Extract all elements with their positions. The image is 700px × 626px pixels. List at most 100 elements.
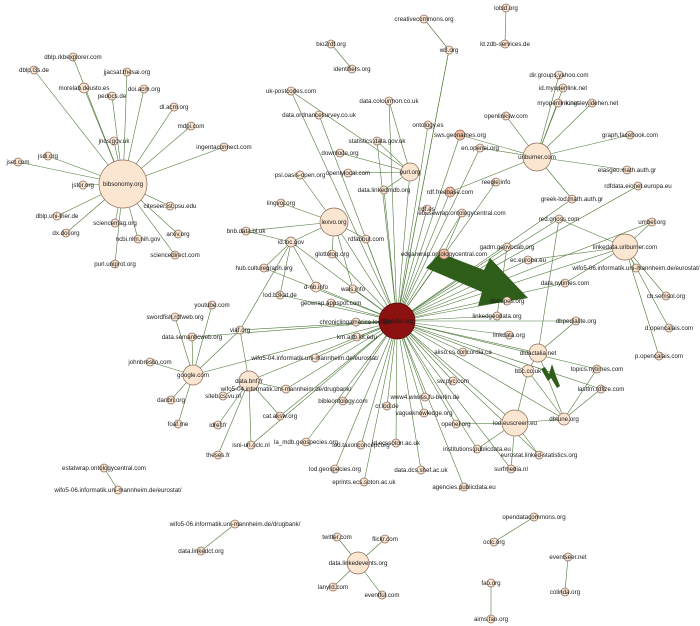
node-kingsley[interactable]: kingsley.idehen.net bbox=[566, 98, 619, 108]
node-bio2rdf[interactable]: bio2rdf.org bbox=[316, 39, 346, 49]
node-popencalais[interactable]: p.opencalais.com bbox=[635, 351, 683, 361]
node-wifo06_drugbank[interactable]: wifo5-06.informatik.uni-mannheim.de/drug… bbox=[169, 519, 301, 529]
node-isnivc[interactable]: isni-url.oclc.nl bbox=[232, 440, 270, 450]
node-swpyc[interactable]: sw.pyc.com bbox=[437, 376, 469, 386]
node-linkedgeodata[interactable]: linkedgeodata.org bbox=[472, 311, 522, 321]
node-statistics[interactable]: statistics.data.gov.uk bbox=[349, 136, 407, 146]
node-datanytimes[interactable]: data.nytimes.com bbox=[541, 278, 590, 288]
node-lexvo[interactable]: lexvo.org bbox=[319, 207, 349, 237]
node-dnb[interactable]: d-nb.info bbox=[304, 281, 329, 293]
node-dbtune[interactable]: dbtune.org bbox=[549, 412, 579, 426]
node-enopenei[interactable]: en.openei.org bbox=[461, 143, 499, 153]
node-linkedevents[interactable]: data.linkedevents.org bbox=[329, 551, 388, 575]
node-mdpi[interactable]: mdpi.com bbox=[178, 121, 205, 131]
node-creativecommons[interactable]: creativecommons.org bbox=[394, 14, 454, 24]
node-foafme[interactable]: foaf.me bbox=[168, 419, 189, 429]
node-idref[interactable]: idref.fr bbox=[209, 420, 227, 430]
node-bnb[interactable]: bnb.data.bl.uk bbox=[227, 226, 267, 236]
node-estatwrap[interactable]: estatwrap.ontologycentral.com bbox=[62, 463, 146, 473]
node-downlode[interactable]: downlode.org bbox=[321, 148, 359, 158]
node-eventful[interactable]: eventful.com bbox=[364, 590, 400, 600]
node-idmyopenlink[interactable]: id.myopenlink.net bbox=[539, 83, 587, 93]
node-ncbi[interactable]: ncbi.nlm.nih.gov bbox=[116, 234, 162, 244]
node-datalinkedct[interactable]: data.linkedct.org bbox=[178, 546, 224, 556]
node-eprints[interactable]: eprints.ecs.soton.ac.uk bbox=[332, 477, 397, 487]
node-crsthes[interactable]: cr.lod.de bbox=[375, 401, 399, 411]
node-datasemanticweb[interactable]: data.semanticweb.org bbox=[162, 332, 223, 342]
node-doi_acm[interactable]: doi.acm.org bbox=[128, 84, 161, 94]
node-colourmon[interactable]: data.colourmon.co.uk bbox=[359, 96, 419, 106]
node-reegle[interactable]: reegle.info bbox=[482, 177, 511, 187]
node-ordnance[interactable]: data.ordnancesurvey.co.uk bbox=[282, 110, 357, 120]
node-ukpostcodes[interactable]: uk-postcodes.com bbox=[266, 86, 316, 96]
node-google[interactable]: google.com bbox=[177, 364, 209, 386]
node-psi[interactable]: psi.oasis-open.org bbox=[275, 170, 326, 180]
node-identifiers[interactable]: identifiers.org bbox=[333, 64, 371, 74]
node-edgarwrap[interactable]: edgarwrap.ontologycentral.com bbox=[401, 248, 487, 260]
node-dblp_l3s[interactable]: dblp.l3s.de bbox=[19, 65, 50, 75]
node-dirgroups[interactable]: dir.groups.yahoo.com bbox=[529, 70, 589, 80]
node-geowrap[interactable]: geowrap.appspot.com bbox=[301, 298, 362, 308]
node-purl_uniprot[interactable]: purl.uniprot.org bbox=[94, 259, 136, 269]
node-jsdi[interactable]: jsdi.org bbox=[37, 151, 59, 161]
node-glottolog[interactable]: glottolog.org bbox=[315, 249, 350, 259]
node-institutions[interactable]: institutions.publicdata.eu bbox=[443, 444, 511, 454]
node-wifo06_eurostat[interactable]: wifo5-06.informatik.uni-mannheim.de/euro… bbox=[53, 485, 182, 495]
node-colinda[interactable]: colinda.org bbox=[550, 587, 581, 597]
node-topics_nytimes[interactable]: topics.nytimes.com bbox=[571, 364, 624, 374]
node-oclc[interactable]: oclc.org bbox=[483, 537, 505, 547]
node-redsness[interactable]: red.gnoss.com bbox=[539, 214, 580, 224]
node-lodb3kat[interactable]: lod.b3kat.de bbox=[263, 290, 297, 300]
node-agencies[interactable]: agencies.publicdata.eu bbox=[432, 482, 496, 492]
node-theses[interactable]: theses.fr bbox=[206, 450, 230, 460]
node-gadm[interactable]: gadm.geovocab.org bbox=[480, 242, 535, 252]
node-rdfdata[interactable]: rdfdata.eionet.europa.eu bbox=[604, 181, 672, 191]
node-ldecs[interactable]: id.ecssoton.ac.uk bbox=[372, 438, 421, 448]
node-twitter[interactable]: twitter.com bbox=[322, 532, 352, 542]
node-myopenlink[interactable]: myopenlink.net bbox=[537, 98, 579, 108]
node-graphfb[interactable]: graph.facebook.com bbox=[602, 130, 658, 140]
node-cbsemsol[interactable]: cb.semsol.org bbox=[647, 291, 686, 301]
node-dblp_trier[interactable]: dblp.uni-trier.de bbox=[36, 211, 79, 221]
node-lobid[interactable]: lobid.org bbox=[494, 3, 518, 13]
node-openlylocal[interactable]: openlylocal.com bbox=[326, 168, 370, 178]
node-dbtropes[interactable]: dbtropes.org bbox=[490, 296, 525, 306]
node-lodeuscreen[interactable]: lod.euscreen.eu bbox=[493, 409, 538, 437]
node-dblp_rkb[interactable]: dblp.rkbexplorer.com bbox=[44, 52, 102, 62]
node-johnbreslin[interactable]: johnbreslin.com bbox=[127, 357, 172, 367]
node-lamdb[interactable]: la_mdb.geospecies.org bbox=[274, 437, 339, 447]
node-jacsat[interactable]: jjacsat.thesai.org bbox=[103, 67, 151, 77]
node-dbpedia[interactable]: dbpedia.org bbox=[378, 302, 416, 340]
node-sciencedirect[interactable]: sciencedirect.com bbox=[150, 250, 200, 260]
node-wifo_eurostat[interactable]: wifo5-06.informatik.uni-mannheim.de/euro… bbox=[571, 263, 700, 273]
node-viaf[interactable]: viaf.org bbox=[230, 325, 251, 335]
node-aiiso[interactable]: aiiso.cs.concordia.ca bbox=[434, 347, 492, 357]
node-wifo04_drugbank[interactable]: wifo5-04.informatik.uni-mannheim.de/drug… bbox=[220, 384, 352, 394]
node-idloc[interactable]: id.loc.gov bbox=[278, 236, 305, 248]
node-rdf_es[interactable]: rdf.es bbox=[419, 204, 435, 214]
node-flickr[interactable]: flickr.com bbox=[372, 534, 398, 544]
node-youtube[interactable]: youtube.com bbox=[194, 300, 230, 310]
node-greek[interactable]: greek-lod.math.auth.gr bbox=[541, 194, 603, 204]
node-arxiv[interactable]: arxiv.org bbox=[166, 229, 190, 239]
node-bbccouk[interactable]: bbc.co.uk bbox=[515, 364, 542, 378]
node-jstor[interactable]: jstor.org bbox=[71, 180, 95, 190]
node-wals[interactable]: wals.info bbox=[340, 284, 366, 294]
node-bibleontology[interactable]: bibleontology.com bbox=[318, 396, 368, 406]
node-linkdata[interactable]: linkdata.org bbox=[493, 330, 526, 340]
node-citeseer[interactable]: citeseer.ist.psu.edu bbox=[144, 201, 198, 211]
node-ebasewrap[interactable]: ebasewrap.ontologycentral.com bbox=[418, 208, 506, 218]
node-jnos[interactable]: jnos.gov.uk bbox=[98, 136, 131, 146]
node-danbri[interactable]: danbri.org bbox=[157, 395, 185, 405]
node-databnf[interactable]: data.bnf.fr bbox=[235, 370, 263, 392]
node-openei[interactable]: openei.org bbox=[441, 419, 471, 429]
node-pedoc[interactable]: pedocs.de bbox=[98, 91, 127, 101]
node-lodtaxon[interactable]: lod.taxonconcept.org bbox=[332, 440, 390, 450]
node-swordfish[interactable]: swordfish.rdfweb.org bbox=[146, 312, 204, 322]
node-dl_acm[interactable]: dl.acm.org bbox=[160, 102, 189, 112]
node-didactalia[interactable]: didactalia.net bbox=[520, 343, 557, 363]
node-linkeddata_uriburner[interactable]: linkedata.uriburner.com bbox=[593, 233, 657, 261]
node-eurostatlinked[interactable]: eurostat.linked-statistics.org bbox=[501, 450, 578, 460]
node-zdb[interactable]: ld.zdb-services.de bbox=[480, 39, 530, 49]
node-dopencalais[interactable]: d.opencalais.com bbox=[645, 323, 693, 333]
